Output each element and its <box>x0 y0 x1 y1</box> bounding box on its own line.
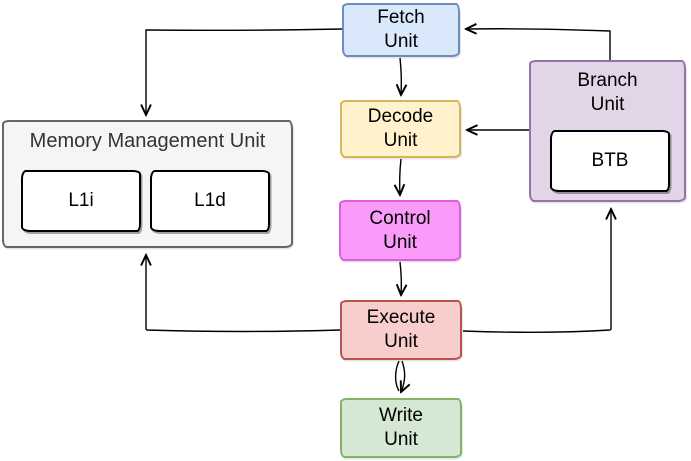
node-control-unit: Control Unit <box>339 200 461 261</box>
mmu-label: Memory Management Unit <box>29 130 266 152</box>
edge-branch-to-fetch <box>466 29 611 60</box>
control-label: Control Unit <box>369 207 431 253</box>
branch-label: Branch Unit <box>577 70 638 115</box>
node-fetch-unit: Fetch Unit <box>342 3 460 57</box>
l1i-label: L1i <box>68 190 94 212</box>
edge-fetch-to-decode <box>400 57 401 95</box>
edge-fetch-to-mmu <box>146 28 343 115</box>
btb-label: BTB <box>591 150 629 172</box>
l1d-label: L1d <box>194 190 226 212</box>
write-label: Write Unit <box>379 405 423 450</box>
node-l1i: L1i <box>21 170 141 232</box>
edge-control-to-execute <box>400 261 401 295</box>
edge-execute-to-branch <box>462 209 611 333</box>
node-btb: BTB <box>550 130 670 192</box>
edge-decode-to-control <box>400 158 401 195</box>
decode-label: Decode Unit <box>367 106 434 151</box>
edge-execute-to-write-a <box>394 360 400 392</box>
edge-execute-to-write-b <box>401 360 405 392</box>
node-decode-unit: Decode Unit <box>340 100 461 158</box>
execute-label: Execute Unit <box>366 307 436 352</box>
node-write-unit: Write Unit <box>340 398 462 458</box>
node-execute-unit: Execute Unit <box>340 300 462 360</box>
edge-execute-to-mmu <box>146 255 341 333</box>
node-l1d: L1d <box>150 170 270 232</box>
fetch-label: Fetch Unit <box>377 7 425 52</box>
